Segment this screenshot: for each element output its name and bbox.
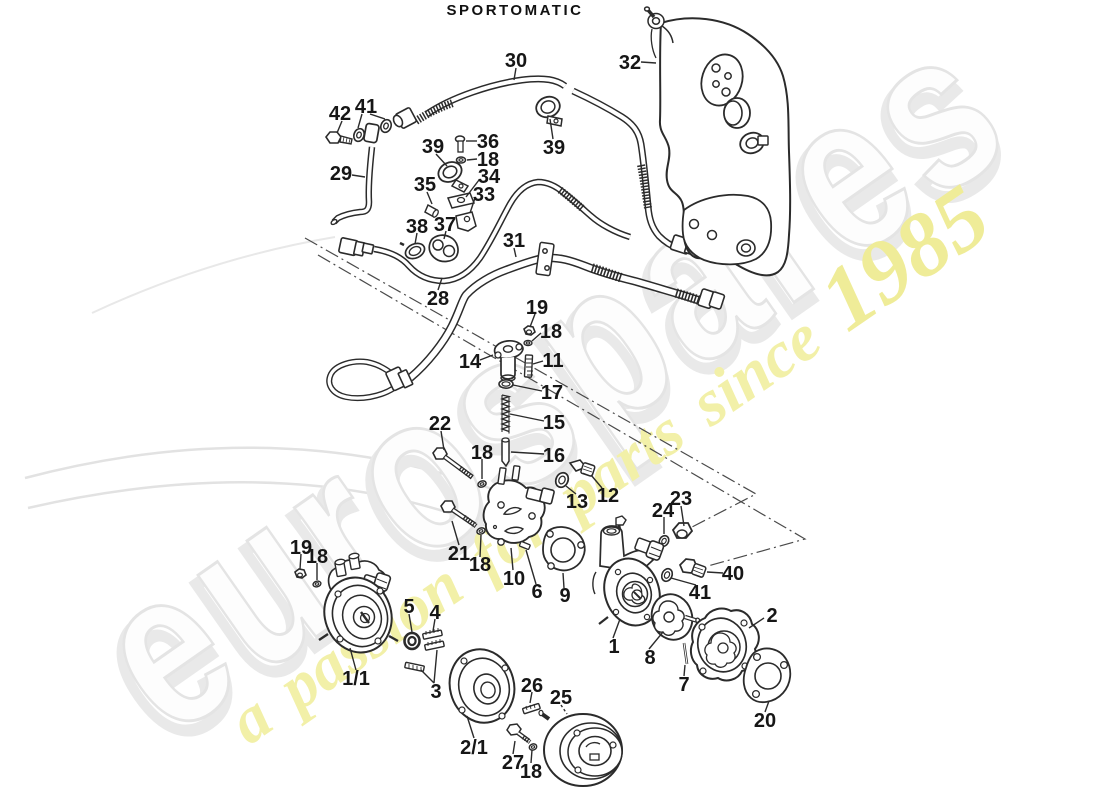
svg-text:2/1: 2/1 [460, 737, 488, 759]
svg-text:20: 20 [754, 710, 776, 732]
svg-text:39: 39 [543, 137, 565, 159]
svg-text:23: 23 [670, 488, 692, 510]
svg-text:25: 25 [550, 687, 572, 709]
svg-text:18: 18 [540, 321, 562, 343]
svg-text:5: 5 [403, 596, 414, 618]
svg-text:36: 36 [477, 131, 499, 153]
svg-text:10: 10 [503, 568, 525, 590]
svg-text:7: 7 [678, 674, 689, 696]
svg-text:18: 18 [306, 546, 328, 568]
svg-text:21: 21 [448, 543, 470, 565]
svg-text:8: 8 [644, 647, 655, 669]
svg-text:30: 30 [505, 50, 527, 72]
svg-text:16: 16 [543, 445, 565, 467]
svg-text:26: 26 [521, 675, 543, 697]
svg-text:42: 42 [329, 103, 351, 125]
svg-text:1: 1 [608, 636, 619, 658]
svg-text:31: 31 [503, 230, 525, 252]
svg-text:12: 12 [597, 485, 619, 507]
svg-text:13: 13 [566, 491, 588, 513]
svg-text:18: 18 [471, 442, 493, 464]
svg-text:18: 18 [520, 761, 542, 783]
svg-text:4: 4 [429, 602, 441, 624]
svg-text:37: 37 [434, 214, 456, 236]
svg-text:18: 18 [477, 149, 499, 171]
svg-text:33: 33 [473, 184, 495, 206]
svg-text:24: 24 [652, 500, 675, 522]
svg-text:35: 35 [414, 174, 436, 196]
svg-text:22: 22 [429, 413, 451, 435]
svg-text:18: 18 [469, 554, 491, 576]
svg-text:11: 11 [542, 350, 563, 372]
svg-text:41: 41 [689, 582, 711, 604]
svg-text:SPORTOMATIC: SPORTOMATIC [447, 2, 584, 19]
svg-text:29: 29 [330, 163, 352, 185]
svg-text:6: 6 [531, 581, 542, 603]
svg-text:3: 3 [430, 681, 441, 703]
svg-text:32: 32 [619, 52, 641, 74]
svg-text:28: 28 [427, 288, 449, 310]
svg-text:27: 27 [502, 752, 524, 774]
svg-text:1/1: 1/1 [342, 668, 370, 690]
svg-text:9: 9 [559, 585, 570, 607]
svg-text:17: 17 [541, 382, 563, 404]
svg-text:39: 39 [422, 136, 444, 158]
svg-text:38: 38 [406, 216, 428, 238]
svg-text:41: 41 [355, 96, 377, 118]
svg-text:19: 19 [526, 297, 548, 319]
svg-text:19: 19 [290, 537, 312, 559]
svg-text:14: 14 [459, 351, 482, 373]
svg-text:34: 34 [478, 166, 501, 188]
svg-text:40: 40 [722, 563, 744, 585]
svg-text:2: 2 [766, 605, 777, 627]
svg-text:15: 15 [543, 412, 565, 434]
